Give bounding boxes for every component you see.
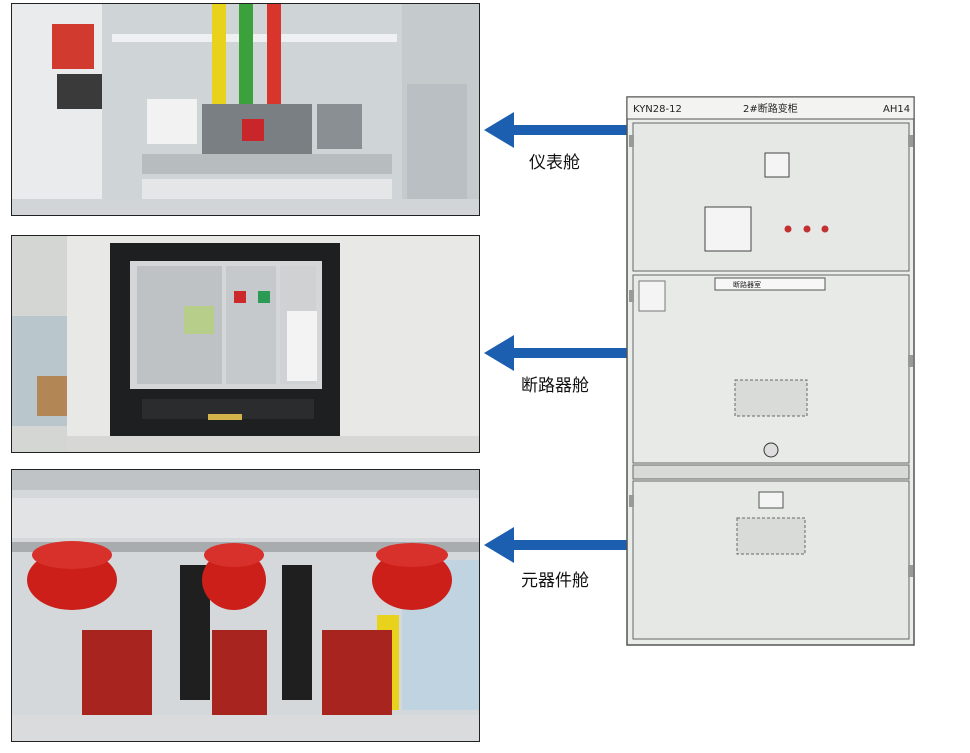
cabinet-name: 2#断路变柜 — [743, 102, 798, 115]
component-compartment-photo — [11, 469, 480, 742]
instrument-callout-label: 仪表舱 — [529, 153, 580, 173]
instrument-compartment-photo — [11, 3, 480, 216]
breaker-arrow-icon — [484, 335, 629, 371]
instrument-arrow-icon — [484, 112, 629, 148]
cabinet-model: KYN28-12 — [633, 104, 682, 115]
cabinet-code: AH14 — [883, 104, 910, 115]
component-arrow-icon — [484, 527, 629, 563]
breaker-compartment-photo — [11, 235, 480, 453]
breaker-callout-label: 断路器舱 — [521, 376, 589, 396]
component-callout-label: 元器件舱 — [521, 571, 589, 591]
switchgear-cabinet-drawing: KYN28-12 2#断路变柜 AH14 断路器室 — [626, 96, 915, 646]
breaker-plate: 断路器室 — [733, 280, 761, 289]
